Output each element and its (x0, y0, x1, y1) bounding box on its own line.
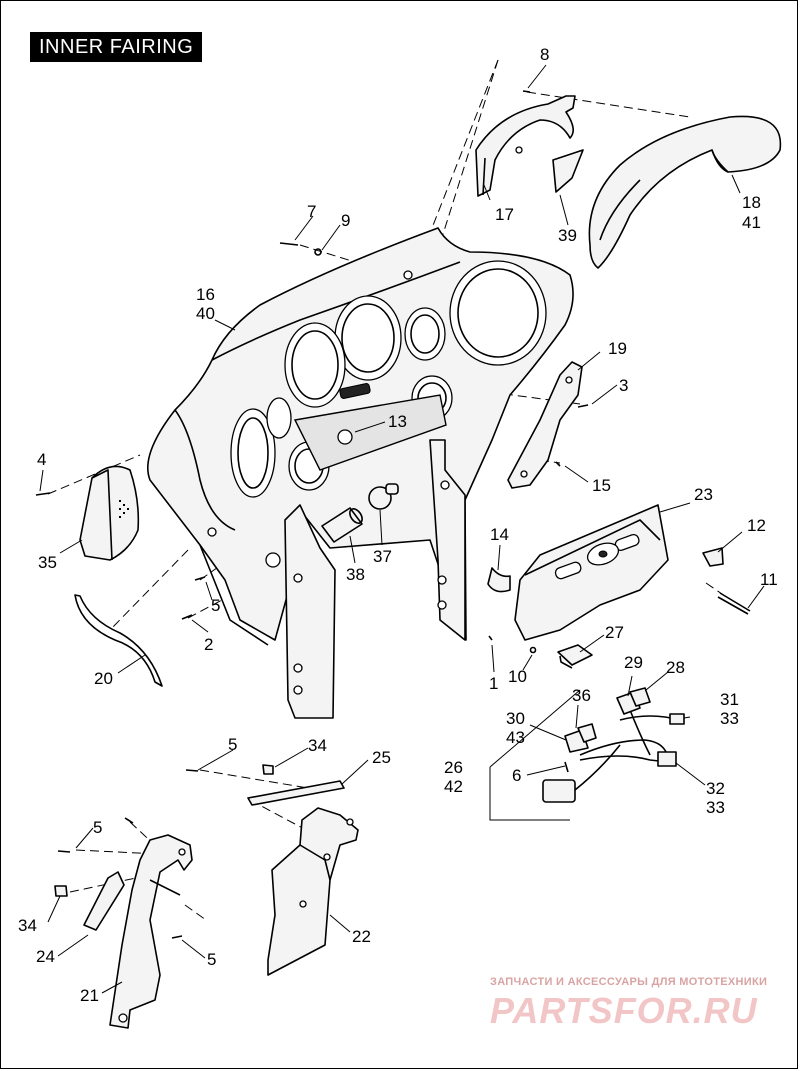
part-14-clip (487, 567, 511, 593)
callout-9: 9 (341, 211, 350, 230)
part-38-lighter-socket (321, 507, 363, 543)
callout-1: 1 (489, 674, 498, 693)
callout-15: 15 (592, 476, 611, 495)
part-24-small-bracket (83, 871, 125, 931)
callout-labels: 8 17 39 18 41 7 9 16 40 19 3 13 4 15 23 … (18, 45, 778, 1005)
callout-7: 7 (307, 202, 316, 221)
callout-5d: 5 (207, 950, 216, 969)
part-25-brace (247, 780, 345, 806)
part-16-inner-fairing-shell (146, 227, 574, 719)
part-20-edge-trim (74, 594, 163, 687)
callout-40: 40 (196, 304, 215, 323)
part-27-module (557, 644, 593, 669)
callout-5c: 5 (93, 818, 102, 837)
part-19-side-bracket (507, 361, 583, 489)
callout-12: 12 (747, 516, 766, 535)
callout-42: 42 (444, 777, 463, 796)
part-21-left-bracket (109, 834, 193, 1029)
part-35-speaker (79, 465, 140, 561)
part-37-knob (368, 483, 399, 510)
part-17-mount-bracket (475, 95, 576, 197)
callout-20: 20 (94, 669, 113, 688)
callout-21: 21 (80, 986, 99, 1005)
watermark-tagline: ЗАПЧАСТИ И АКСЕССУАРЫ ДЛЯ МОТОТЕХНИКИ (490, 976, 768, 988)
callout-22: 22 (352, 927, 371, 946)
callout-32: 32 (706, 779, 725, 798)
callout-18: 18 (742, 193, 761, 212)
callout-10: 10 (508, 667, 527, 686)
callout-13: 13 (388, 412, 407, 431)
callout-23: 23 (694, 485, 713, 504)
callout-37: 37 (373, 547, 392, 566)
callout-34b: 34 (18, 916, 37, 935)
callout-19: 19 (608, 339, 627, 358)
callout-27: 27 (605, 623, 624, 642)
callout-24: 24 (36, 947, 55, 966)
part-12-clip (702, 547, 724, 567)
fasteners (35, 90, 589, 939)
callout-33a: 33 (720, 709, 739, 728)
callout-26: 26 (444, 758, 463, 777)
part-23-lower-console (514, 504, 669, 641)
callout-16: 16 (196, 285, 215, 304)
callout-29: 29 (624, 653, 643, 672)
callout-34a: 34 (308, 736, 327, 755)
callout-11: 11 (760, 570, 778, 589)
callout-33b: 33 (706, 798, 725, 817)
callout-14: 14 (490, 525, 509, 544)
callout-43: 43 (506, 728, 525, 747)
callout-4: 4 (37, 450, 46, 469)
callout-5b: 5 (228, 735, 237, 754)
callout-3: 3 (619, 376, 628, 395)
callout-25: 25 (372, 748, 391, 767)
callout-41: 41 (742, 213, 761, 232)
watermark-brand: PARTSFOR.RU (490, 990, 758, 1031)
diagram-title: INNER FAIRING (30, 32, 203, 62)
leader-lines (39, 64, 765, 994)
callout-38: 38 (346, 565, 365, 584)
part-39-pad (552, 149, 584, 193)
callout-8: 8 (540, 45, 549, 64)
callout-39: 39 (558, 226, 577, 245)
callout-17: 17 (495, 205, 514, 224)
part-11-tie (717, 592, 751, 615)
callout-31: 31 (720, 690, 739, 709)
callout-35: 35 (38, 553, 57, 572)
callout-36: 36 (572, 686, 591, 705)
callout-5a: 5 (211, 596, 220, 615)
callout-6: 6 (512, 766, 521, 785)
callout-2: 2 (204, 635, 213, 654)
callout-30: 30 (506, 709, 525, 728)
part-22-lower-bracket (267, 807, 359, 976)
callout-28: 28 (666, 658, 685, 677)
part-26-wiring-harness (542, 687, 685, 803)
part-18-fairing-cap (588, 115, 782, 269)
